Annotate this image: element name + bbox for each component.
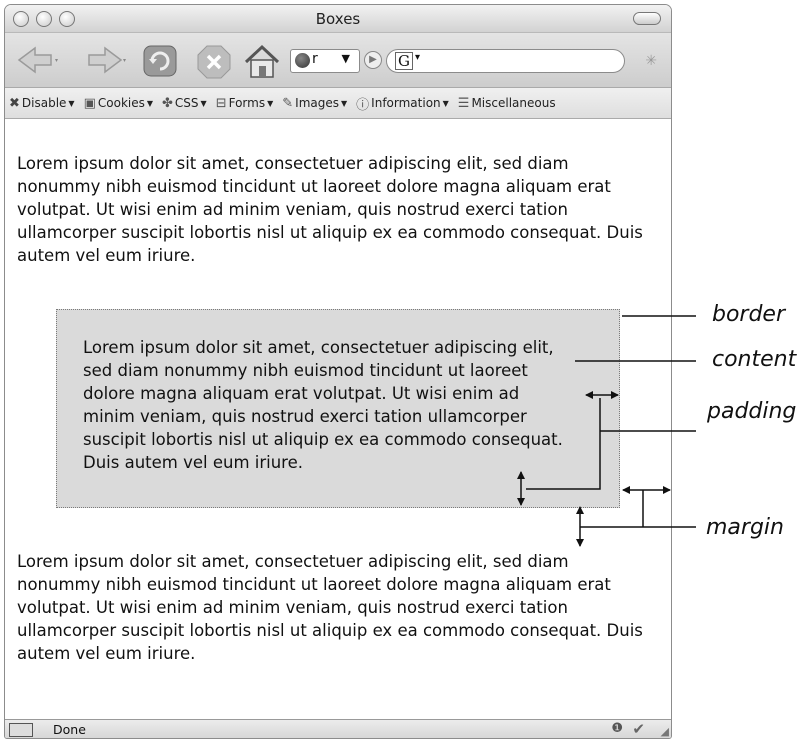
devbar-item-label: Images [295, 96, 339, 110]
stop-icon[interactable] [195, 43, 233, 79]
throbber-icon: ✳ [645, 53, 657, 69]
form-icon: ⊟ [215, 95, 227, 111]
devbar-item-cookies[interactable]: ▣ Cookies ▼ [84, 96, 153, 111]
cookie-icon: ▣ [83, 95, 96, 111]
go-button[interactable]: ▶ [364, 51, 382, 69]
devbar-item-images[interactable]: ✎ Images ▼ [282, 96, 347, 111]
minimize-window-button[interactable] [36, 11, 52, 27]
info-icon[interactable]: ❶ [611, 721, 623, 736]
address-dropdown-icon[interactable]: ▾ [415, 52, 421, 63]
css-icon: ✤ [162, 95, 173, 111]
misc-icon: ☰ [457, 95, 470, 111]
reload-icon[interactable] [141, 43, 179, 79]
chevron-down-icon: ▼ [146, 98, 154, 108]
devbar-item-forms[interactable]: ⊟ Forms ▼ [216, 96, 274, 111]
label-padding: padding [707, 399, 797, 424]
paragraph-1: Lorem ipsum dolor sit amet, consectetuer… [17, 154, 643, 265]
box-paragraph: Lorem ipsum dolor sit amet, consectetuer… [83, 338, 563, 472]
forward-icon[interactable] [81, 43, 127, 77]
page-content: Lorem ipsum dolor sit amet, consectetuer… [5, 119, 671, 719]
devbar-item-miscellaneous[interactable]: ☰ Miscellaneous [458, 96, 556, 111]
browser-window: Boxes r ▼ ▶ [4, 4, 672, 739]
address-bar[interactable]: G ▾ [386, 49, 625, 73]
search-engine-label: r [312, 51, 318, 67]
check-icon[interactable]: ✔ [632, 720, 645, 738]
title-bar: Boxes [5, 5, 671, 33]
globe-icon [295, 53, 310, 68]
status-bar: Done ❶ ✔ ◢ [5, 719, 671, 738]
info-icon: ⓘ [356, 97, 370, 113]
chevron-down-icon: ▼ [68, 98, 75, 108]
chevron-down-icon: ▼ [442, 98, 449, 108]
devbar-item-disable[interactable]: ✖ Disable ▼ [9, 96, 75, 111]
status-text: Done [53, 722, 86, 737]
label-content: content [712, 347, 797, 372]
back-icon[interactable] [15, 43, 61, 77]
devbar-item-label: Disable [21, 96, 67, 110]
navigation-toolbar: r ▼ ▶ G ▾ ✳ [5, 33, 671, 88]
page-info-icon[interactable] [9, 723, 33, 737]
devbar-item-label: CSS [174, 96, 199, 110]
devbar-item-label: Forms [228, 96, 266, 110]
address-value: G [395, 52, 413, 70]
chevron-down-icon: ▼ [200, 98, 207, 108]
web-developer-toolbar: ✖ Disable ▼ ▣ Cookies ▼ ✤ CSS ▼ ⊟ Forms … [5, 88, 671, 119]
bordered-box: Lorem ipsum dolor sit amet, consectetuer… [56, 309, 620, 508]
zoom-window-button[interactable] [59, 11, 75, 27]
devbar-item-label: Cookies [97, 96, 145, 110]
devbar-item-label: Miscellaneous [471, 96, 556, 110]
chevron-down-icon: ▼ [341, 52, 350, 65]
paragraph-2: Lorem ipsum dolor sit amet, consectetuer… [17, 552, 643, 663]
chevron-down-icon: ▼ [341, 98, 348, 108]
search-engine-select[interactable]: r ▼ [290, 49, 360, 73]
resize-grip-icon[interactable]: ◢ [660, 725, 669, 738]
close-window-button[interactable] [13, 11, 29, 27]
toolbar-toggle-button[interactable] [633, 12, 661, 25]
image-icon: ✎ [282, 95, 294, 111]
home-icon[interactable] [243, 43, 281, 79]
label-margin: margin [706, 515, 784, 540]
devbar-item-information[interactable]: ⓘ Information ▼ [356, 94, 449, 113]
window-title: Boxes [315, 10, 361, 28]
x-icon: ✖ [9, 95, 20, 111]
devbar-item-css[interactable]: ✤ CSS ▼ [162, 96, 207, 111]
devbar-item-label: Information [371, 96, 441, 110]
label-border: border [712, 302, 786, 327]
chevron-down-icon: ▼ [267, 98, 274, 108]
